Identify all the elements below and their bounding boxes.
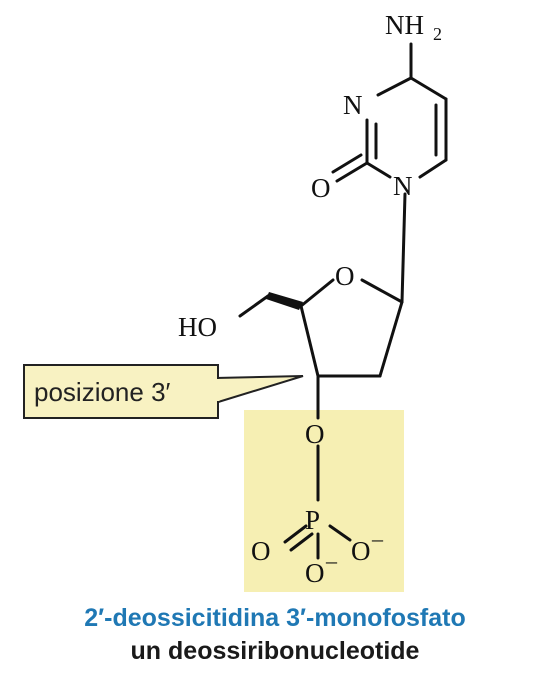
amino-group: NH [385, 10, 424, 40]
hydroxyl-group: HO [178, 312, 217, 342]
ester-oxygen: O [305, 419, 325, 449]
phosphate-oxygen-bottom: O [305, 558, 325, 588]
amino-subscript: 2 [433, 24, 442, 44]
negative-charge-bottom: – [325, 548, 338, 573]
phosphorus-atom: P [305, 505, 320, 535]
ring-nitrogen-1: N [393, 171, 413, 201]
phosphate-oxygen-right: O [351, 536, 371, 566]
ring-nitrogen-3: N [343, 90, 363, 120]
compound-class: un deossiribonucleotide [130, 637, 420, 665]
wedge-bond [266, 292, 303, 310]
bonds [238, 42, 448, 560]
phosphoryl-oxygen: O [251, 536, 271, 566]
carbonyl-oxygen: O [311, 173, 331, 203]
atom-labels: NH 2 N N O O HO O P O O – O – [178, 10, 442, 588]
phosphate-highlight-box [244, 410, 404, 592]
callout-position-3: posizione 3′ [23, 364, 304, 419]
compound-name: 2′-deossicitidina 3′-monofosfato [84, 604, 466, 632]
callout-label: posizione 3′ [34, 377, 171, 407]
negative-charge-right: – [371, 526, 384, 551]
ring-oxygen: O [335, 261, 355, 291]
